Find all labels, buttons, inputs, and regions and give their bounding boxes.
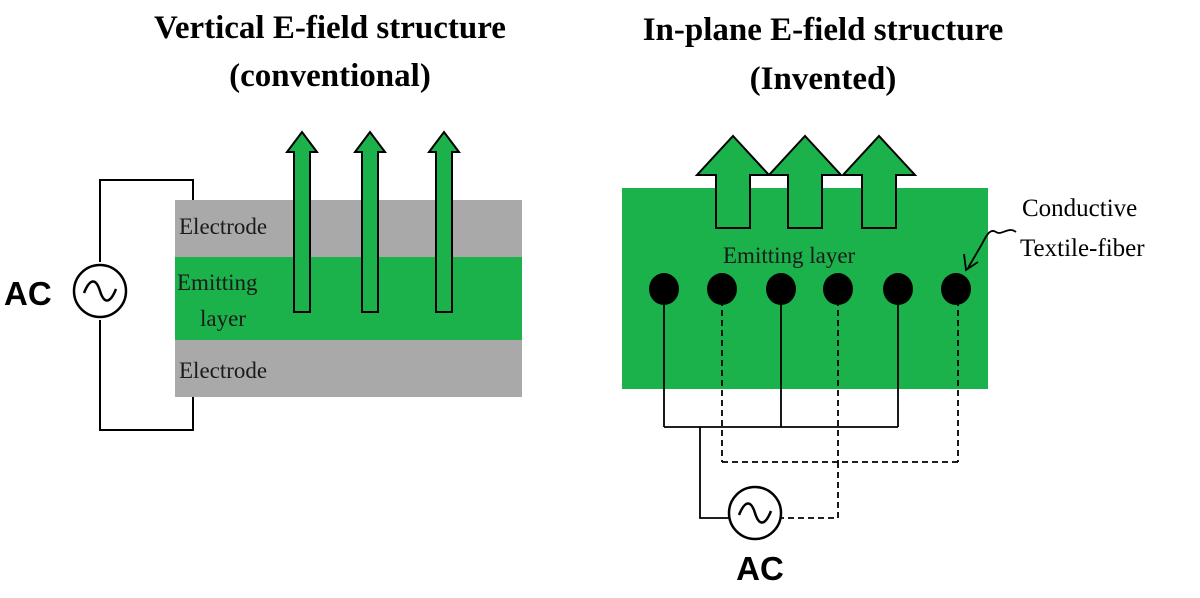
conductive-fiber-dot bbox=[941, 273, 971, 305]
emission-arrows-left bbox=[285, 130, 461, 313]
bottom-electrode-layer bbox=[175, 340, 522, 397]
sine-wave-icon bbox=[737, 502, 773, 524]
left-circuit-wire-bottom bbox=[99, 320, 194, 431]
right-title-line2: (Invented) bbox=[750, 61, 897, 97]
emission-arrow-wide bbox=[766, 134, 844, 229]
emission-arrow-wide bbox=[840, 134, 918, 229]
emitting-label-left-line2: layer bbox=[200, 306, 246, 331]
right-panel: In-plane E-field structure (Invented) Em… bbox=[622, 12, 1145, 587]
ac-source-left bbox=[72, 263, 128, 319]
emitting-label-right: Emitting layer bbox=[723, 243, 856, 268]
fiber-label-line1: Conductive bbox=[1022, 195, 1137, 222]
fiber-pointer-arrowhead bbox=[963, 253, 979, 272]
bottom-electrode-label: Electrode bbox=[179, 358, 267, 383]
emission-arrow bbox=[353, 130, 387, 313]
top-electrode-layer bbox=[175, 200, 522, 257]
left-title-line2: (conventional) bbox=[229, 58, 431, 94]
conductive-fiber-dot bbox=[707, 273, 737, 305]
conductive-fiber-dot bbox=[766, 273, 796, 305]
emission-arrows-right bbox=[694, 134, 918, 229]
conductive-fiber-dot bbox=[823, 273, 853, 305]
fiber-wires-dashed bbox=[721, 290, 959, 519]
conductive-fiber-dot bbox=[649, 273, 679, 305]
fiber-pointer-squiggle bbox=[967, 229, 1017, 269]
left-title-line1: Vertical E-field structure bbox=[154, 10, 506, 46]
ac-label-left: AC bbox=[4, 275, 52, 312]
right-title-line1: In-plane E-field structure bbox=[643, 12, 1004, 48]
emitting-label-left-line1: Emitting bbox=[177, 270, 258, 295]
emission-arrow-wide bbox=[694, 134, 772, 229]
sine-wave-icon bbox=[82, 280, 118, 302]
conductive-fibers bbox=[649, 273, 971, 305]
ac-source-right bbox=[727, 485, 783, 541]
fiber-wires-solid bbox=[663, 290, 899, 519]
top-electrode-label: Electrode bbox=[179, 214, 267, 239]
emitting-layer-left bbox=[175, 257, 522, 340]
conductive-fiber-dot bbox=[883, 273, 913, 305]
ac-label-right: AC bbox=[736, 550, 784, 587]
emission-arrow bbox=[285, 130, 319, 313]
left-circuit-wire-top bbox=[99, 179, 194, 262]
emission-arrow bbox=[427, 130, 461, 313]
left-panel: Vertical E-field structure (conventional… bbox=[4, 10, 522, 431]
fiber-label-line2: Textile-fiber bbox=[1020, 235, 1145, 262]
